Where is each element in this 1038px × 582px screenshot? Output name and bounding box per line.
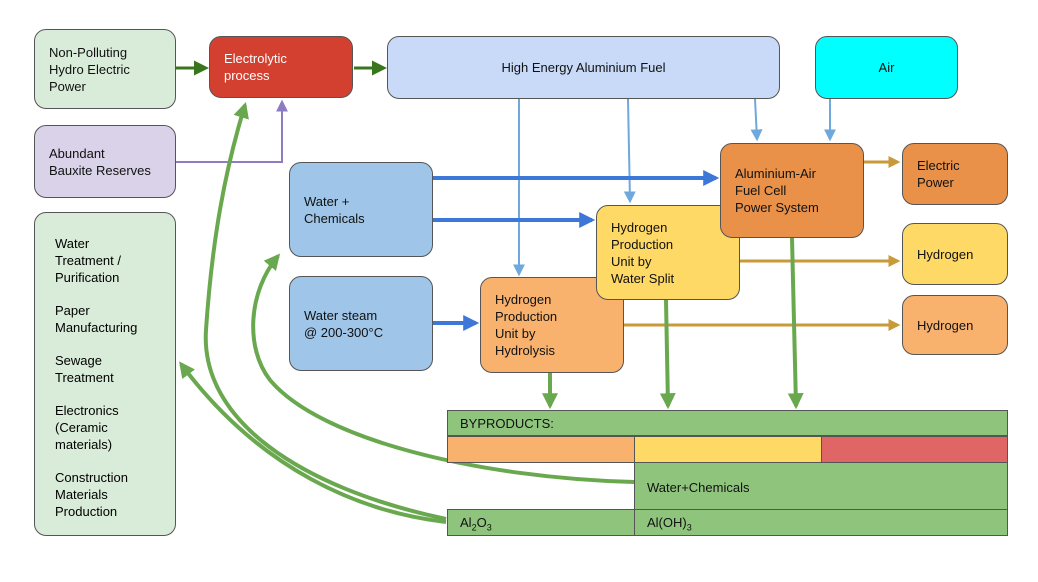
fuel-cell-label: Aluminium-Air Fuel Cell Power System — [735, 166, 819, 215]
water-steam-node: Water steam @ 200-300°C — [289, 276, 433, 371]
byproduct-bar-yellow — [634, 436, 822, 463]
byproducts-header: BYPRODUCTS: — [447, 410, 1008, 436]
electrolytic-node: Electrolytic process — [209, 36, 353, 98]
electric-power-node: Electric Power — [902, 143, 1008, 205]
use-item: Electronics (Ceramic materials) — [55, 403, 119, 452]
aluminium-fuel-node: High Energy Aluminium Fuel — [387, 36, 780, 99]
hydrogen-output-label-2: Hydrogen — [917, 317, 974, 333]
water-split-unit-node: Hydrogen Production Unit by Water Split — [596, 205, 740, 300]
electrolytic-label: Electrolytic process — [224, 51, 287, 83]
arrow-al2o3-to-uses — [179, 361, 447, 524]
arrow-fuel-to-split — [623, 98, 636, 204]
byproduct-al2o3: Al2O3 — [447, 509, 635, 536]
air-node: Air — [815, 36, 958, 99]
hydrolysis-unit-label: Hydrogen Production Unit by Hydrolysis — [495, 292, 558, 358]
electric-power-label: Electric Power — [917, 158, 960, 190]
hydrogen-output-label-1: Hydrogen — [917, 246, 974, 262]
bauxite-label: Abundant Bauxite Reserves — [49, 145, 151, 178]
water-chemicals-node: Water + Chemicals — [289, 162, 433, 257]
byproduct-bar-orange — [447, 436, 635, 463]
hydrogen-output-node-2: Hydrogen — [902, 295, 1008, 355]
arrow-bauxite-to-electrolytic — [176, 99, 288, 163]
alumina-uses-list: Water Treatment / Purification Paper Man… — [34, 212, 176, 536]
hydro-power-node: Non-Polluting Hydro Electric Power — [34, 29, 176, 109]
byproduct-water-chemicals-label: Water+Chemicals — [647, 480, 750, 495]
use-item: Construction Materials Production — [55, 470, 128, 519]
byproduct-water-chemicals: Water+Chemicals — [634, 462, 1008, 510]
water-steam-label: Water steam @ 200-300°C — [304, 307, 384, 340]
byproduct-bar-red — [821, 436, 1008, 463]
air-label: Air — [878, 60, 895, 75]
al2o3-formula: Al2O3 — [460, 515, 492, 533]
arrow-fuelcell-to-byproducts — [787, 237, 804, 410]
byproducts-header-label: BYPRODUCTS: — [460, 416, 554, 431]
bauxite-node: Abundant Bauxite Reserves — [34, 125, 176, 198]
byproduct-aloh3: Al(OH)3 — [634, 509, 1008, 536]
use-item: Paper Manufacturing — [55, 303, 138, 335]
use-item: Sewage Treatment — [55, 353, 114, 385]
aluminium-fuel-label: High Energy Aluminium Fuel — [501, 60, 666, 75]
hydro-power-label: Non-Polluting Hydro Electric Power — [49, 44, 130, 94]
arrow-byproducts-to-water — [251, 253, 635, 484]
water-chemicals-label: Water + Chemicals — [304, 193, 365, 226]
fuel-cell-node: Aluminium-Air Fuel Cell Power System — [720, 143, 864, 238]
hydrogen-output-node-1: Hydrogen — [902, 223, 1008, 285]
arrow-split-to-byproducts — [659, 299, 676, 410]
aloh3-formula: Al(OH)3 — [647, 515, 692, 533]
arrow-fuel-to-fuelcell — [750, 98, 763, 142]
use-item: Water Treatment / Purification — [55, 236, 121, 285]
water-split-unit-label: Hydrogen Production Unit by Water Split — [611, 219, 675, 286]
arrow-al2o3-to-electrolytic — [203, 101, 447, 521]
